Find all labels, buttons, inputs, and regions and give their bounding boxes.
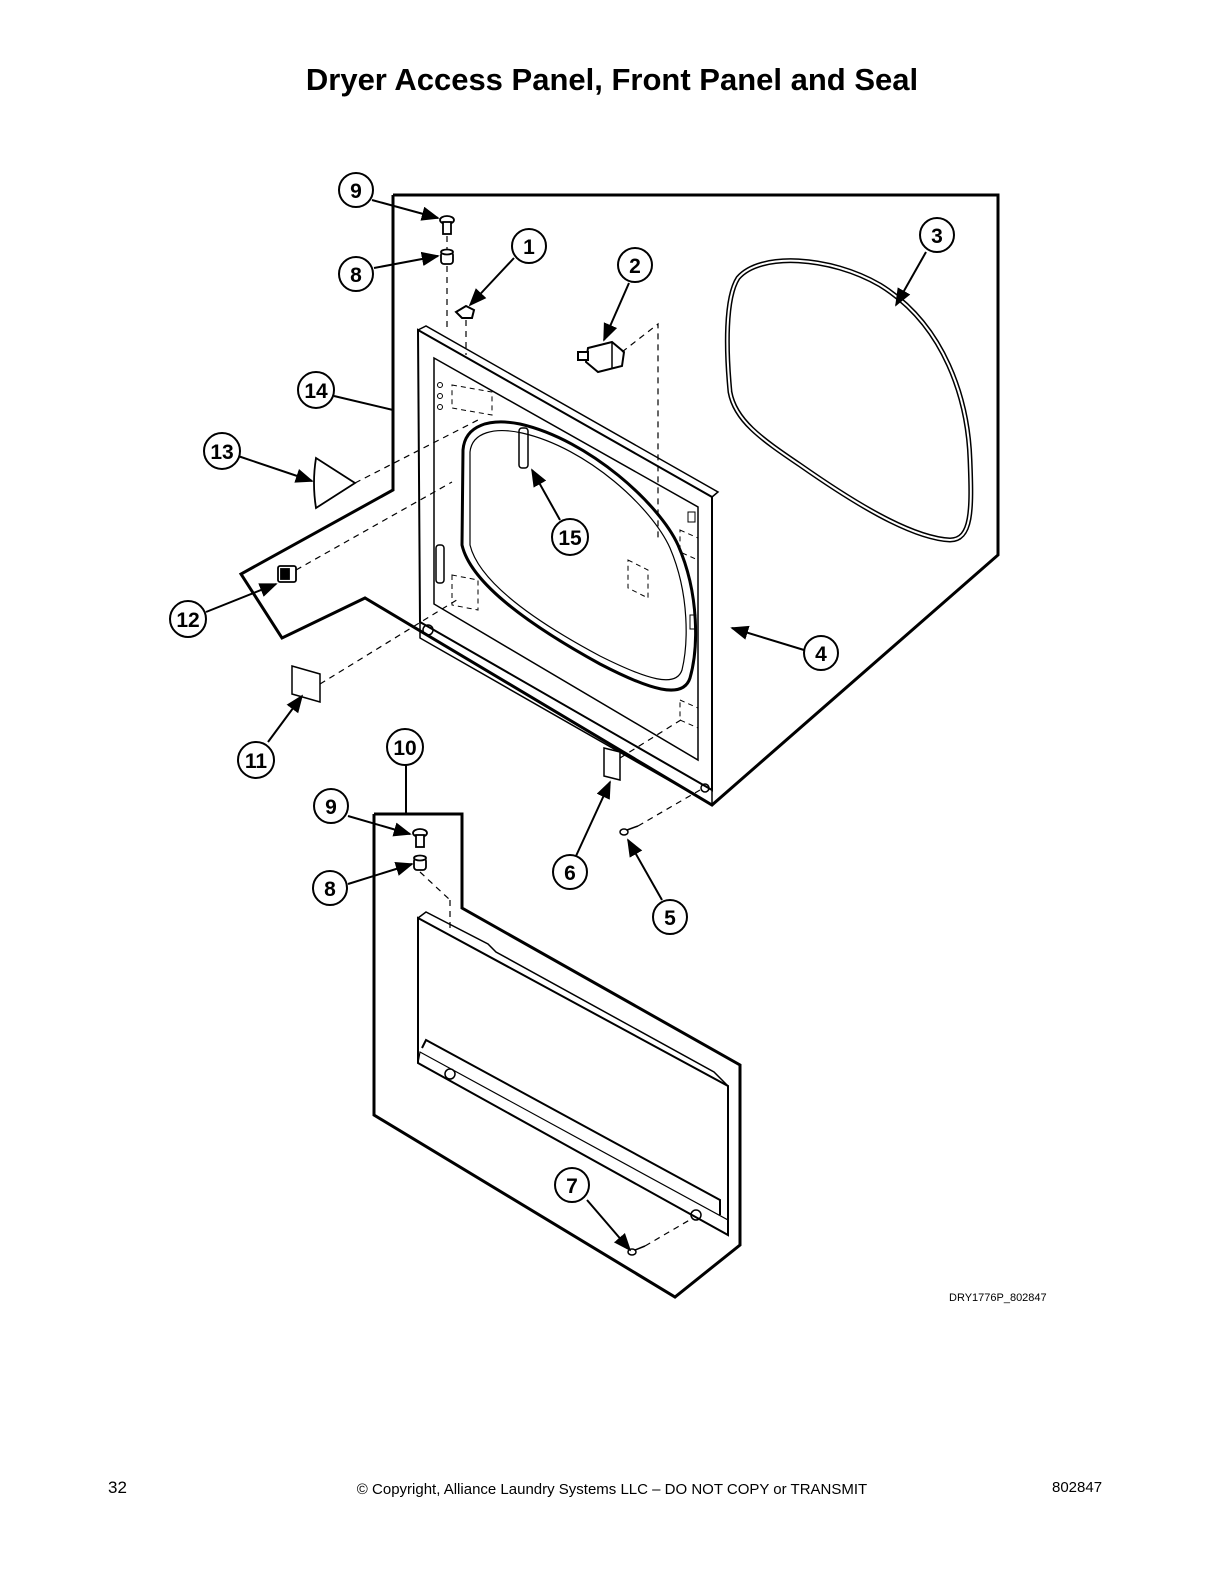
clip-plug-part [277,565,297,583]
svg-text:5: 5 [664,907,676,930]
page-title: Dryer Access Panel, Front Panel and Seal [305,62,919,97]
callout-4: 4 [803,635,839,671]
svg-text:7: 7 [566,1175,578,1198]
svg-text:13: 13 [210,441,233,464]
svg-text:6: 6 [564,862,576,885]
screw-part-5 [619,825,639,836]
spacer-upper [440,248,454,265]
svg-text:10: 10 [393,737,416,760]
callout-7: 7 [554,1167,590,1203]
spacer-lower [413,854,427,871]
callout-10: 10 [386,728,424,766]
svg-text:8: 8 [324,878,336,901]
callout-5: 5 [652,899,688,935]
callout-9-upper: 9 [338,172,374,208]
callout-15: 15 [551,518,589,556]
svg-text:8: 8 [350,264,362,287]
callout-8-lower: 8 [312,870,348,906]
callout-8-upper: 8 [338,256,374,292]
screw-lower [412,828,428,848]
leader-lines [205,199,927,1252]
svg-text:12: 12 [176,609,199,632]
callout-3: 3 [919,217,955,253]
access-panel-part [417,911,729,1237]
screw-part-7 [627,1245,646,1256]
label-part-11 [291,665,321,703]
warning-label-part [313,456,357,510]
svg-text:14: 14 [304,380,328,403]
callout-11: 11 [237,741,275,779]
svg-text:2: 2 [629,255,641,278]
svg-text:11: 11 [245,750,268,773]
door-switch-part [577,340,626,374]
svg-text:15: 15 [558,527,582,550]
svg-text:1: 1 [523,236,535,259]
callout-1: 1 [511,228,547,264]
callout-6: 6 [552,854,588,890]
svg-text:9: 9 [325,796,337,819]
copyright-notice: © Copyright, Alliance Laundry Systems LL… [356,1481,868,1498]
screw-upper [439,215,455,235]
svg-text:9: 9 [350,180,362,203]
svg-text:4: 4 [815,643,827,666]
callout-12: 12 [169,600,207,638]
front-panel-part [416,325,720,807]
page-number: 32 [108,1478,127,1497]
label-part-6 [603,747,621,781]
clip-part [454,304,476,319]
drawing-code: DRY1776P_802847 [949,1292,1047,1304]
access-panel-group-outline [372,812,742,1299]
document-number: 802847 [1052,1479,1103,1496]
cabinet-outline [238,193,1000,807]
callout-2: 2 [617,247,653,283]
callout-13: 13 [203,432,241,470]
callout-14: 14 [297,371,335,409]
assembly-lines [295,236,701,1247]
callout-9-lower: 9 [313,788,349,824]
hidden-outline-lines [451,384,699,729]
svg-text:3: 3 [931,225,943,248]
